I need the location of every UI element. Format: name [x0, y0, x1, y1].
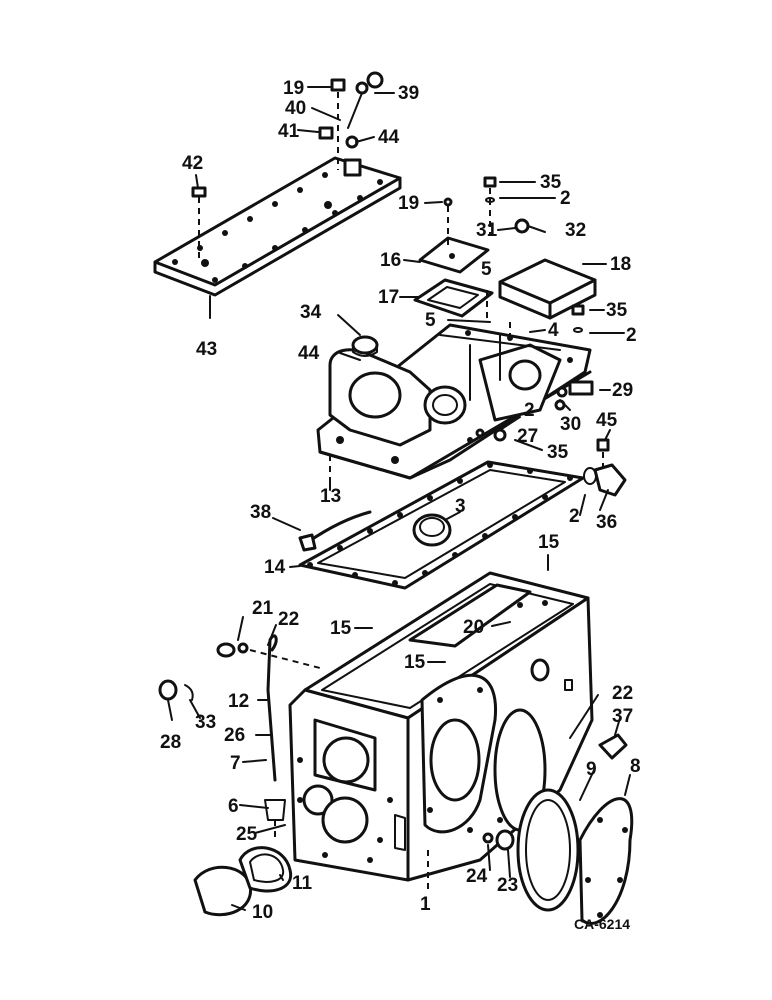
- label-1: 1: [420, 894, 431, 915]
- gasket-11: [238, 846, 293, 893]
- gasket-17: [413, 278, 494, 318]
- label-28: 28: [160, 732, 181, 753]
- label-10: 10: [252, 902, 273, 923]
- dipstick-tube-12: [264, 634, 286, 840]
- bolts-and-washers: [443, 176, 585, 340]
- label-35a: 35: [540, 172, 562, 193]
- gasket-16: [418, 236, 490, 274]
- label-14: 14: [264, 557, 286, 578]
- label-34: 34: [300, 302, 322, 323]
- reference-code: CA-6214: [574, 916, 630, 932]
- cover-18: [498, 258, 597, 320]
- cover-plate-8: [578, 797, 634, 925]
- label-44a: 44: [378, 127, 400, 148]
- label-44b: 44: [298, 343, 320, 364]
- label-25: 25: [236, 824, 258, 845]
- label-2d: 2: [569, 506, 580, 527]
- label-11: 11: [292, 873, 313, 894]
- label-38: 38: [250, 502, 271, 523]
- label-12: 12: [228, 691, 249, 712]
- label-8: 8: [630, 756, 641, 777]
- label-16: 16: [380, 250, 401, 271]
- label-20: 20: [463, 617, 484, 638]
- label-24: 24: [466, 866, 488, 887]
- label-15b: 15: [330, 618, 352, 639]
- plug-42: [191, 186, 207, 260]
- label-6: 6: [228, 796, 239, 817]
- label-5a: 5: [481, 259, 492, 280]
- fittings-19-39-40-41-44: [318, 71, 384, 177]
- main-case: [288, 571, 594, 890]
- label-35b: 35: [606, 300, 628, 321]
- label-4: 4: [548, 320, 559, 341]
- plug-21-28: [158, 642, 321, 701]
- label-31: 31: [476, 220, 498, 241]
- label-21: 21: [252, 598, 274, 619]
- label-9: 9: [586, 759, 597, 780]
- label-43: 43: [196, 339, 217, 360]
- label-37: 37: [612, 706, 633, 727]
- label-17: 17: [378, 287, 399, 308]
- label-22b: 22: [612, 683, 633, 704]
- label-39: 39: [398, 83, 419, 104]
- label-30: 30: [560, 414, 581, 435]
- top-cover-plate: [153, 156, 402, 297]
- drain-23-24: [482, 829, 515, 851]
- label-22a: 22: [278, 609, 299, 630]
- label-19b: 19: [398, 193, 419, 214]
- label-23: 23: [497, 875, 518, 896]
- label-2b: 2: [626, 325, 637, 346]
- leader-lines: [167, 86, 631, 911]
- fitting-29: [556, 380, 594, 398]
- label-13: 13: [320, 486, 341, 507]
- label-26: 26: [224, 725, 245, 746]
- label-3: 3: [455, 496, 466, 517]
- plug-3: [412, 513, 452, 547]
- label-35c: 35: [547, 442, 569, 463]
- label-45: 45: [596, 410, 618, 431]
- label-40: 40: [285, 98, 306, 119]
- label-29: 29: [612, 380, 633, 401]
- label-42: 42: [182, 153, 203, 174]
- label-27: 27: [517, 426, 538, 447]
- gasket-9: [516, 788, 580, 912]
- elbow-36: [583, 438, 627, 497]
- dipstick-38: [298, 510, 372, 552]
- upper-housing: [316, 323, 592, 485]
- breather-cap-34: [351, 335, 379, 357]
- label-5b: 5: [425, 310, 436, 331]
- label-18: 18: [610, 254, 631, 275]
- label-15a: 15: [538, 532, 560, 553]
- label-2c: 2: [524, 400, 535, 421]
- callout-labels: 19 39 40 41 44 42 35 2 19 31 32 16 5 18 …: [160, 78, 641, 932]
- label-15c: 15: [404, 652, 426, 673]
- label-33: 33: [195, 712, 216, 733]
- label-36: 36: [596, 512, 617, 533]
- fitting-37: [598, 733, 628, 760]
- label-2a: 2: [560, 188, 571, 209]
- label-19a: 19: [283, 78, 304, 99]
- cover-10: [193, 865, 252, 917]
- label-7: 7: [230, 753, 241, 774]
- label-41: 41: [278, 121, 300, 142]
- label-32: 32: [565, 220, 586, 241]
